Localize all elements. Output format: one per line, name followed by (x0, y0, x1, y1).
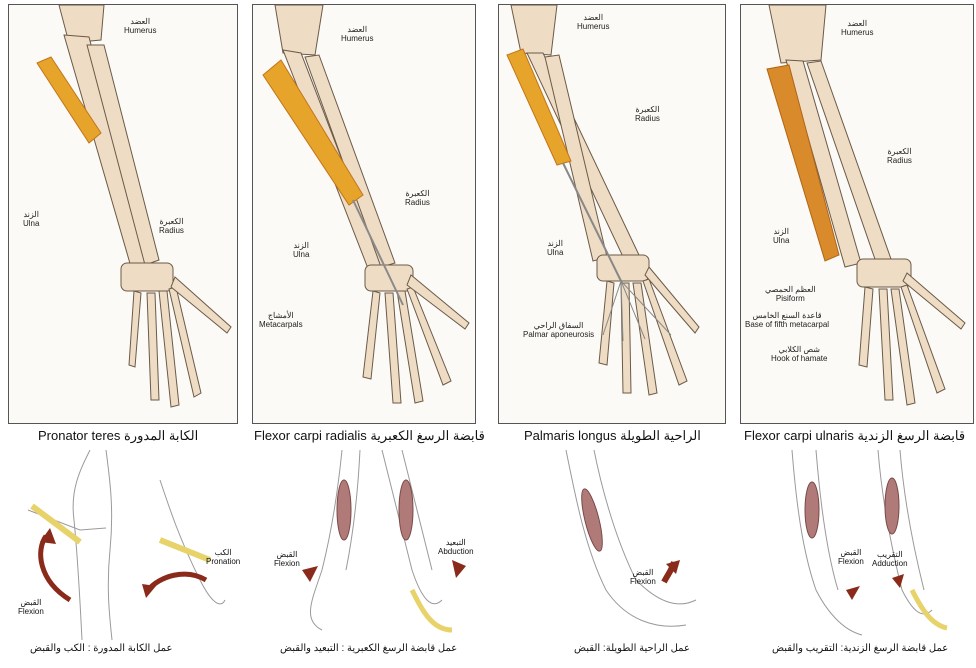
title-flexor-carpi-radialis: Flexor carpi radialis قابضة الرسغ الكعبر… (254, 428, 485, 444)
action-illustration-palmaris-longus (546, 450, 706, 640)
action-illustration-pronator-teres (10, 450, 240, 640)
caption-flexor-carpi-ulnaris: عمل قابضة الرسغ الزندية: التقريب والقبض (772, 643, 948, 654)
title-pronator-teres: Pronator teres الكابة المدورة (38, 428, 198, 444)
action-illustration-flexor-carpi-ulnaris (782, 450, 972, 640)
forearm-illustration-flexor-carpi-radialis (253, 5, 475, 423)
forearm-illustration-pronator-teres (9, 5, 237, 423)
caption-pronator-teres: عمل الكابة المدورة : الكب والقبض (30, 643, 172, 654)
forearm-illustration-palmaris-longus (499, 5, 725, 423)
title-palmaris-longus: Palmaris longus الراحية الطويلة (524, 428, 701, 444)
caption-flexor-carpi-radialis: عمل قابضة الرسغ الكعبرية : التبعيد والقب… (280, 643, 457, 654)
title-flexor-carpi-ulnaris: Flexor carpi ulnaris قابضة الرسغ الزندية (744, 428, 965, 444)
caption-palmaris-longus: عمل الراحية الطويلة: القبض (574, 643, 690, 654)
